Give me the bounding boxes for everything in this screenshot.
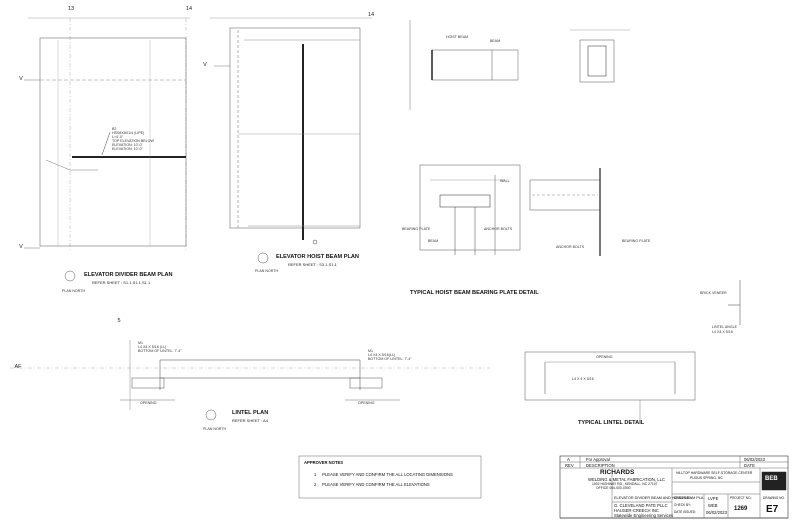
lintel-detail-title: TYPICAL LINTEL DETAIL	[578, 420, 645, 426]
note-text: PLEASE VERIFY AND CONFIRM THE ALL LOCATI…	[322, 472, 453, 477]
engineer-2: HAUSER-CREECH INC	[614, 508, 659, 513]
grid-label-v-hoist: V	[203, 62, 207, 68]
approver-note-1: 1 PLEASE VERIFY AND CONFIRM THE ALL LOCA…	[314, 472, 453, 477]
rev-letter: A	[567, 457, 570, 462]
callout-line: HSS8X8X1/4 (LIPE)	[112, 130, 145, 135]
bp-label-beam-2: BEAM	[428, 239, 439, 243]
approver-notes-heading: APPROVER NOTES	[304, 460, 344, 465]
label-drawing-no: DRAWING NO.	[763, 496, 785, 500]
callout-line: L4 X4 X 5/16(LL)	[368, 352, 396, 357]
bp-label-bearing-plate: BEARING PLATE	[402, 227, 431, 231]
grid-label-14-hoist: 14	[367, 12, 375, 18]
lintel-plan-refer: REFER SHEET : A4	[232, 418, 268, 423]
description-header: DESCRIPTION	[586, 463, 615, 468]
label-drawn-by: DRAWN BY:	[674, 496, 692, 500]
project-location: PUGUS SPRING, NC	[690, 476, 723, 480]
divider-plan-title: ELEVATOR DIVIDER BEAM PLAN	[84, 272, 173, 278]
hoist-plan-north: PLAN NORTH	[255, 269, 279, 273]
ld-label-opening: OPENING	[596, 355, 613, 359]
callout-line: M1	[138, 341, 143, 345]
company-name: RICHARDS	[600, 469, 635, 476]
bp-label-beam: BEAM	[490, 39, 501, 43]
bp-label-hoist-beam: HOIST BEAM	[446, 35, 469, 39]
lintel-plan-title: LINTEL PLAN	[232, 410, 269, 416]
hoist-plan-refer: REFER SHEET : S3.1,S1.1	[288, 262, 337, 267]
note-text: PLEASE VERIFY AND CONFIRM THE ALL ELEVAT…	[322, 482, 430, 487]
hoist-plan-title: ELEVATOR HOIST BEAM PLAN	[276, 254, 359, 260]
grid-label-af: AF	[14, 364, 22, 370]
divider-callout: B2 HSS8X8X1/4 (LIPE) L=4'-0" TOP ELEVATI…	[112, 127, 154, 152]
callout-line: ELEVATION: 10'-0"	[112, 142, 143, 147]
divider-plan-refer: REFER SHEET : S1.1,S1.1,S1.1	[92, 280, 151, 285]
company-office: OFFICE 000-000-0000	[596, 486, 631, 490]
divider-plan-north: PLAN NORTH	[62, 289, 86, 293]
label-check-by: CHECK BY:	[674, 503, 692, 507]
callout-line: ELEVATION: 10'-0"	[112, 146, 143, 151]
drawn-by-value: LVPE	[708, 496, 719, 501]
callout-line: TOP ELEVATION BELOW	[112, 138, 154, 143]
project-number: 1269	[734, 506, 748, 512]
bp-label-wall: WALL	[500, 179, 510, 183]
engineer-1: G. CLEVELAND PATE PLLC	[614, 503, 668, 508]
note-number: 2	[314, 482, 317, 487]
bp-label-anchor-bolts: ANCHOR BOLTS	[484, 227, 513, 231]
date-issued-value: 06/02/2023	[706, 510, 727, 515]
lintel-opening-left: OPENING	[140, 401, 157, 405]
grid-label-13: 13	[67, 6, 75, 12]
bearing-plate-detail-title: TYPICAL HOIST BEAM BEARING PLATE DETAIL	[410, 290, 539, 296]
lintel-opening-right: OPENING	[358, 401, 375, 405]
callout-line: L=4'-0"	[112, 134, 124, 139]
lintel-right-callout: M1 L4 X4 X 5/16(LL) BOTTOM OF LINTEL: 7'…	[368, 349, 412, 362]
rev-header: REV	[565, 463, 574, 468]
engineer-3: Statewide Engineering Services	[614, 513, 674, 518]
lintel-plan-north: PLAN NORTH	[203, 427, 227, 431]
bp-label-bearing-plate-2: BEARING PLATE	[622, 239, 651, 243]
note-number: 1	[314, 472, 317, 477]
label-date-issued: DATE ISSUED:	[674, 510, 696, 514]
ld-label-brick-veneer: BRICK VENEER	[700, 291, 727, 295]
ld-label-angle: L4 X 4 X 5/16	[572, 377, 594, 381]
date-header: DATE	[744, 463, 755, 468]
rev-date: 06/02/2023	[744, 457, 765, 462]
logo-mark: BEB	[765, 476, 778, 482]
callout-line: B2	[112, 127, 117, 131]
drawing-title: ELEVATOR DIVIDER BEAM AND HOIST BEAM PLA	[614, 496, 704, 500]
project-name: HILLTOP HARDWARE SELF-STORAGE CENTER	[676, 471, 753, 475]
check-by-value: WEB	[708, 503, 718, 508]
approver-note-2: 2 PLEASE VERIFY AND CONFIRM THE ALL ELEV…	[314, 482, 430, 487]
company-sub: WELDING & METAL FABRICATION, LLC	[588, 477, 665, 482]
grid-label-14: 14	[185, 6, 193, 12]
grid-label-v-bottom: V	[19, 244, 23, 250]
lintel-left-callout: M1 L4 X4 X 5/16 (LL) BOTTOM OF LINTEL: 7…	[138, 341, 182, 354]
sheet-number: E7	[766, 504, 779, 515]
callout-line: M1	[368, 349, 373, 353]
ld-label-lintel-angle: LINTEL ANGLE	[712, 325, 738, 329]
ld-label-angle-2: L4 X4 X 5/16	[712, 330, 733, 334]
callout-line: L4 X4 X 5/16 (LL)	[138, 344, 167, 349]
callout-line: BOTTOM OF LINTEL: 7'-4"	[368, 356, 412, 361]
company-address: 1002 HIGHWAY RD., KENDALL, NC 27107	[592, 482, 658, 486]
bp-label-anchor-bolts-2: ANCHOR BOLTS	[556, 245, 585, 249]
grid-label-5: 5	[117, 318, 121, 324]
callout-line: BOTTOM OF LINTEL: 7'-4"	[138, 348, 182, 353]
label-project-no: PROJECT NO.:	[730, 496, 753, 500]
rev-description: For Approval	[586, 457, 610, 462]
grid-label-v-top: V	[19, 76, 23, 82]
